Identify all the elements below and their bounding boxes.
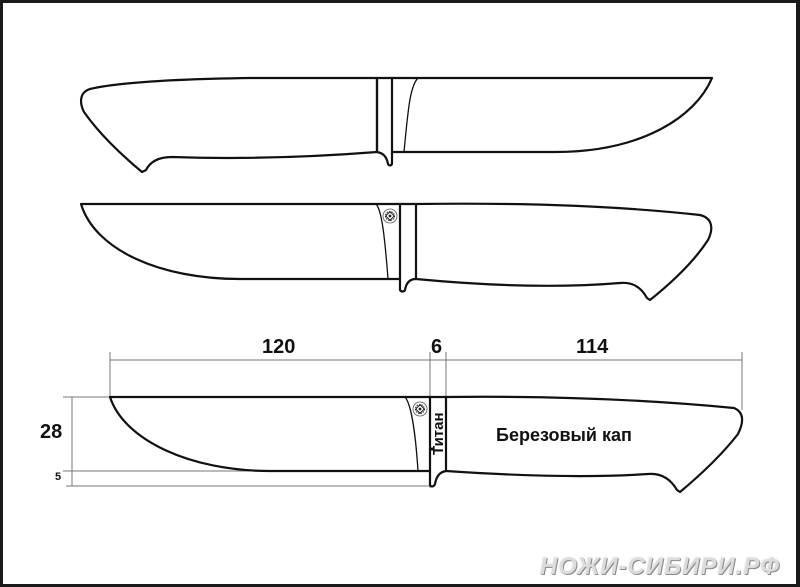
dimension-handle-length: 114 (576, 336, 609, 358)
handle-material-label: Березовый кап (496, 425, 632, 445)
ricasso-line (375, 203, 389, 280)
handle-outline (79, 76, 379, 174)
handle-outline (444, 395, 744, 494)
guard-material-label: Титан (430, 412, 447, 455)
dimension-blade-width: 28 (40, 421, 63, 443)
knife-view-3 (63, 352, 744, 494)
maker-mark-icon (412, 401, 428, 417)
bolster-outline (428, 395, 448, 488)
blade-outline (79, 202, 402, 281)
maker-mark-icon (382, 208, 398, 224)
dimension-guard-thickness: 6 (431, 336, 443, 358)
bolster-outline (375, 76, 394, 167)
site-watermark: НОЖИ-СИБИРИ.РФ (539, 553, 780, 580)
knife-view-2 (79, 202, 713, 302)
dimension-edge-offset: 5 (55, 471, 62, 483)
ricasso-line (403, 77, 419, 153)
blade-outline (390, 76, 714, 154)
dimension-blade-length: 120 (262, 336, 296, 358)
bolster-outline (398, 202, 418, 293)
ricasso-line (404, 396, 419, 472)
blade-outline (108, 395, 432, 473)
handle-outline (414, 202, 713, 302)
knife-view-1 (79, 76, 714, 174)
